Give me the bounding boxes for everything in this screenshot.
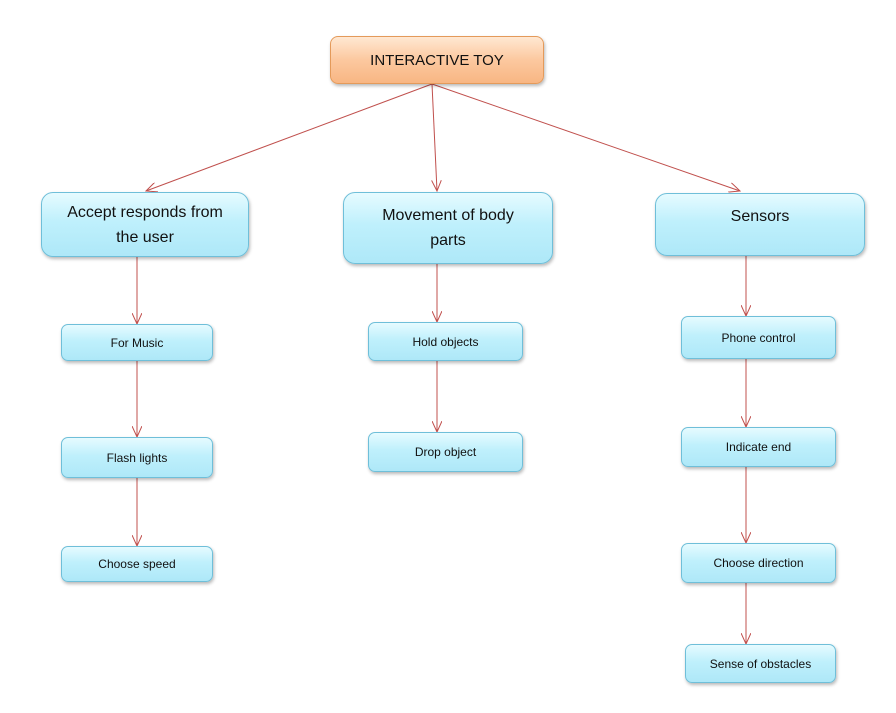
leaf-node-hold-objects[interactable]: Hold objects — [368, 322, 523, 361]
leaf-node-choose-direction[interactable]: Choose direction — [681, 543, 836, 583]
leaf-node-label: Sense of obstacles — [709, 656, 812, 671]
leaf-node-choose-speed[interactable]: Choose speed — [61, 546, 213, 582]
root-node[interactable]: INTERACTIVE TOY — [330, 36, 544, 84]
category-node-label: Movement of body parts — [382, 207, 514, 249]
category-node-accept-responds[interactable]: Accept responds from the user — [41, 192, 249, 257]
leaf-node-indicate-end[interactable]: Indicate end — [681, 427, 836, 467]
leaf-node-label: Choose speed — [98, 557, 176, 571]
connector-root-to-accept — [146, 83, 433, 191]
leaf-node-drop-object[interactable]: Drop object — [368, 432, 523, 472]
leaf-node-label: Choose direction — [713, 556, 804, 570]
category-node-movement[interactable]: Movement of body parts — [343, 192, 553, 264]
category-node-label: Accept responds from the user — [67, 203, 223, 246]
connector-root-to-movement — [432, 83, 437, 191]
leaf-node-label: Flash lights — [106, 450, 168, 465]
root-node-label: INTERACTIVE TOY — [370, 51, 504, 69]
leaf-node-sense-of-obstacles[interactable]: Sense of obstacles — [685, 644, 836, 683]
leaf-node-label: Phone control — [721, 330, 796, 345]
leaf-node-label: Drop object — [414, 445, 477, 459]
connector-root-to-sensors — [431, 83, 740, 191]
leaf-node-label: Hold objects — [412, 334, 479, 349]
leaf-node-flash-lights[interactable]: Flash lights — [61, 437, 213, 478]
leaf-node-label: Indicate end — [725, 440, 792, 454]
category-node-label: Sensors — [730, 208, 790, 225]
leaf-node-label: For Music — [110, 335, 164, 350]
leaf-node-phone-control[interactable]: Phone control — [681, 316, 836, 359]
category-node-sensors[interactable]: Sensors — [655, 193, 865, 256]
leaf-node-for-music[interactable]: For Music — [61, 324, 213, 361]
